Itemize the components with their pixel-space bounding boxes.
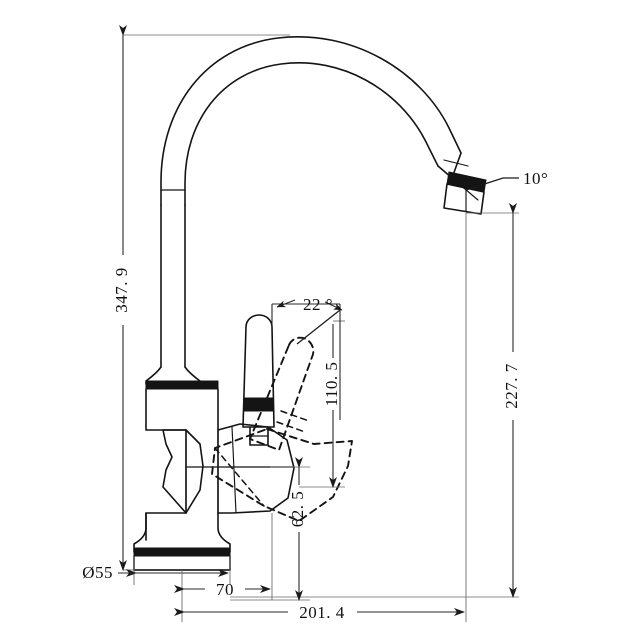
dimension-label-spout-reach: 201. 4 xyxy=(299,603,345,622)
dimension-label-body-height: 62. 5 xyxy=(288,491,307,528)
angle-label-handle-swing: 22 ° xyxy=(303,295,333,314)
valve-cartridge-ghost xyxy=(211,428,353,522)
valve-body xyxy=(145,366,295,541)
dimension-spout-height: 227. 7 xyxy=(230,203,521,598)
angle-outlet: 10° xyxy=(465,169,548,191)
dimension-label-spout-height: 227. 7 xyxy=(502,363,521,409)
angle-label-outlet: 10° xyxy=(523,169,548,188)
dimension-spout-reach: 201. 4 xyxy=(174,213,467,622)
base-pedestal xyxy=(133,512,231,571)
riser-column xyxy=(160,189,186,368)
dimension-handle-height: 110. 5 xyxy=(299,320,345,488)
dimension-body-height: 62. 5 xyxy=(230,457,310,601)
dimension-handle-offset: 70 xyxy=(174,513,273,600)
lever-handle xyxy=(242,314,275,446)
dimension-base-diameter: Ø55 xyxy=(82,556,231,585)
faucet-part-geometry xyxy=(133,36,487,571)
spout-outlet xyxy=(437,152,487,215)
lever-handle-ghost xyxy=(249,336,315,451)
dimension-label-handle-offset: 70 xyxy=(216,580,234,599)
dimension-label-base-diameter: Ø55 xyxy=(82,563,113,582)
dimension-label-handle-height: 110. 5 xyxy=(322,362,341,407)
dimension-overall-height: 347. 9 xyxy=(112,25,290,571)
dimension-label-overall-height: 347. 9 xyxy=(112,267,131,313)
angle-handle-swing: 22 ° xyxy=(271,295,343,420)
gooseneck-spout xyxy=(160,36,462,206)
